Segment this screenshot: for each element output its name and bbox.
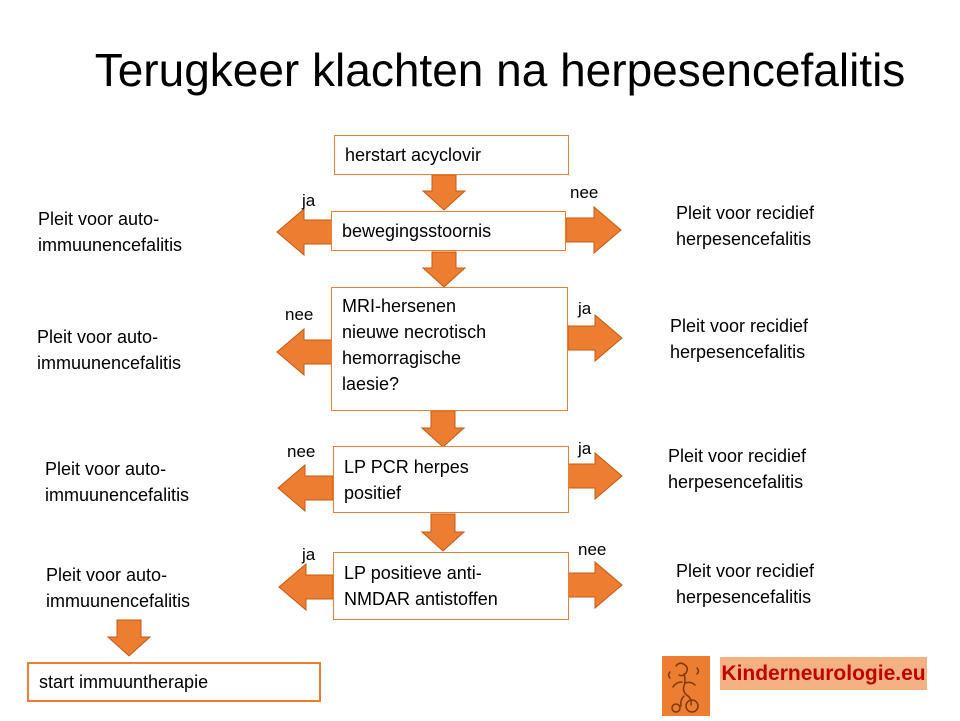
arrow-left-4 bbox=[278, 562, 334, 612]
outcome-auto-2: Pleit voor auto- immuunencefalitis bbox=[37, 327, 182, 373]
outcome-recidief-1: Pleit voor recidief herpesencefalitis bbox=[676, 203, 815, 249]
outcome-recidief-4: Pleit voor recidief herpesencefalitis bbox=[676, 561, 815, 607]
branch-label-q3-left: nee bbox=[287, 442, 316, 461]
outcome-auto-4: Pleit voor auto- immuunencefalitis bbox=[46, 565, 191, 611]
arrow-down-2 bbox=[421, 251, 467, 288]
brand-label: Kinderneurologie.eu bbox=[720, 657, 927, 690]
node-bewegingsstoornis: bewegingsstoornis bbox=[331, 211, 566, 251]
outcome-recidief-2: Pleit voor recidief herpesencefalitis bbox=[670, 316, 809, 362]
branch-label-q1-left: ja bbox=[302, 191, 316, 210]
arrow-right-4 bbox=[567, 560, 623, 610]
arrow-down-4 bbox=[420, 513, 466, 552]
branch-label-q4-right: nee bbox=[578, 540, 607, 559]
branch-label-q4-left: ja bbox=[302, 545, 316, 564]
node-start-immuuntherapie: start immuuntherapie bbox=[27, 662, 321, 702]
arrow-left-1 bbox=[276, 207, 333, 257]
node-lp-anti-nmdar: LP positieve anti- NMDAR antistoffen bbox=[333, 552, 569, 620]
kinderneurologie-logo-icon bbox=[662, 656, 710, 716]
arrow-left-3 bbox=[277, 463, 334, 513]
page-title: Terugkeer klachten na herpesencefalitis bbox=[94, 44, 906, 96]
outcome-auto-3: Pleit voor auto- immuunencefalitis bbox=[45, 459, 190, 505]
arrow-left-2 bbox=[276, 327, 333, 377]
branch-label-q3-right: ja bbox=[578, 439, 592, 458]
outcome-recidief-3: Pleit voor recidief herpesencefalitis bbox=[668, 446, 807, 492]
branch-label-q1-right: nee bbox=[570, 183, 599, 202]
outcome-auto-1: Pleit voor auto- immuunencefalitis bbox=[38, 209, 183, 255]
branch-label-q2-right: ja bbox=[578, 299, 592, 318]
arrow-down-1 bbox=[421, 174, 467, 211]
node-mri-hersenen: MRI-hersenen nieuwe necrotisch hemorragi… bbox=[331, 287, 568, 411]
node-herstart-acyclovir: herstart acyclovir bbox=[334, 135, 569, 175]
arrow-down-3 bbox=[420, 410, 466, 448]
arrow-down-5 bbox=[106, 619, 152, 657]
arrow-right-3 bbox=[567, 451, 623, 501]
node-lp-pcr-herpes: LP PCR herpes positief bbox=[333, 446, 569, 513]
arrow-right-1 bbox=[565, 205, 622, 255]
branch-label-q2-left: nee bbox=[285, 305, 314, 324]
arrow-right-2 bbox=[567, 313, 623, 363]
